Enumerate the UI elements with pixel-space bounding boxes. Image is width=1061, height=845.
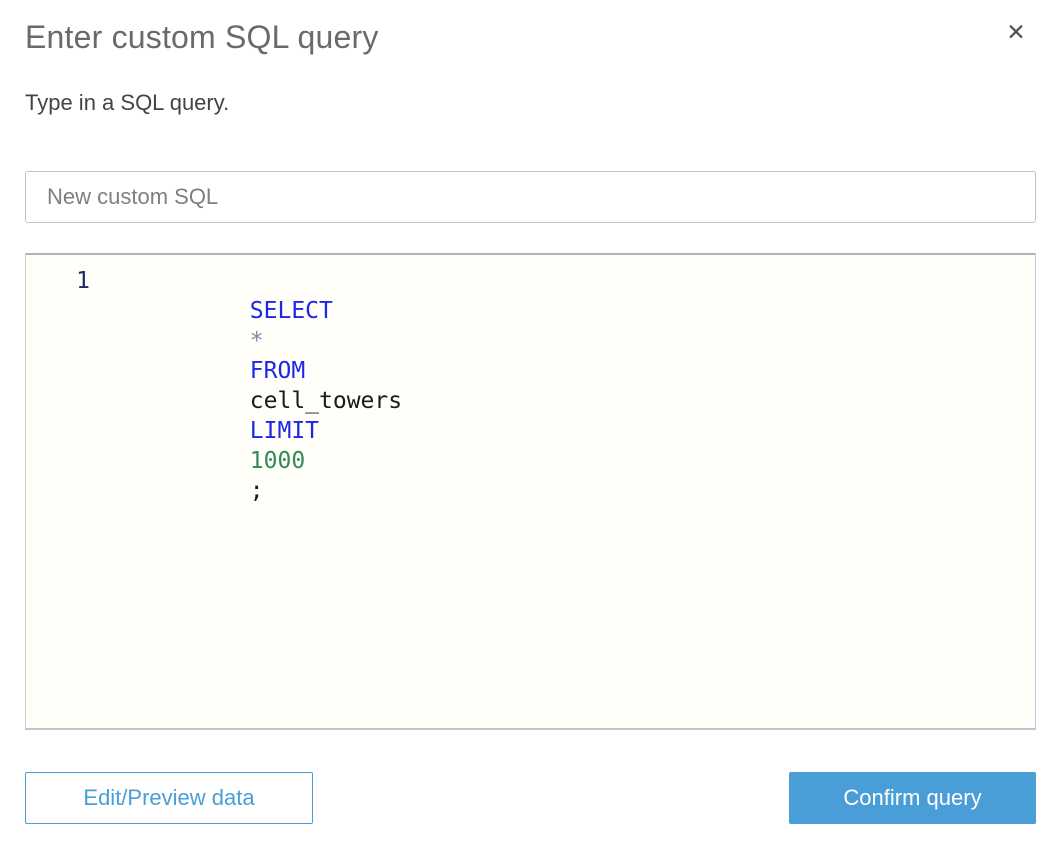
sql-token-number: 1000 bbox=[249, 448, 306, 474]
code-line: 1 SELECT * FROM cell_towers LIMIT 1000 ; bbox=[26, 255, 1035, 536]
edit-preview-data-button[interactable]: Edit/Preview data bbox=[25, 772, 313, 824]
page-title: Enter custom SQL query bbox=[25, 19, 379, 55]
line-number: 1 bbox=[76, 268, 90, 294]
sql-token-star: * bbox=[249, 328, 278, 354]
close-button[interactable]: ✕ bbox=[1001, 18, 1031, 48]
custom-sql-name-input[interactable] bbox=[25, 171, 1036, 223]
dialog-footer: Edit/Preview data Confirm query bbox=[25, 772, 1036, 824]
sql-token-semicolon: ; bbox=[249, 478, 264, 504]
sql-token-limit: LIMIT bbox=[249, 418, 333, 444]
sql-query-text: SELECT * FROM cell_towers LIMIT 1000 ; bbox=[139, 266, 416, 536]
confirm-query-button[interactable]: Confirm query bbox=[789, 772, 1036, 824]
close-icon: ✕ bbox=[1006, 20, 1026, 46]
sql-token-table-name: cell_towers bbox=[249, 388, 416, 414]
sql-token-select: SELECT bbox=[249, 298, 347, 324]
sql-token-from: FROM bbox=[249, 358, 320, 384]
sql-code-editor[interactable]: 1 SELECT * FROM cell_towers LIMIT 1000 ; bbox=[25, 253, 1036, 730]
dialog-subtitle: Type in a SQL query. bbox=[25, 90, 230, 115]
